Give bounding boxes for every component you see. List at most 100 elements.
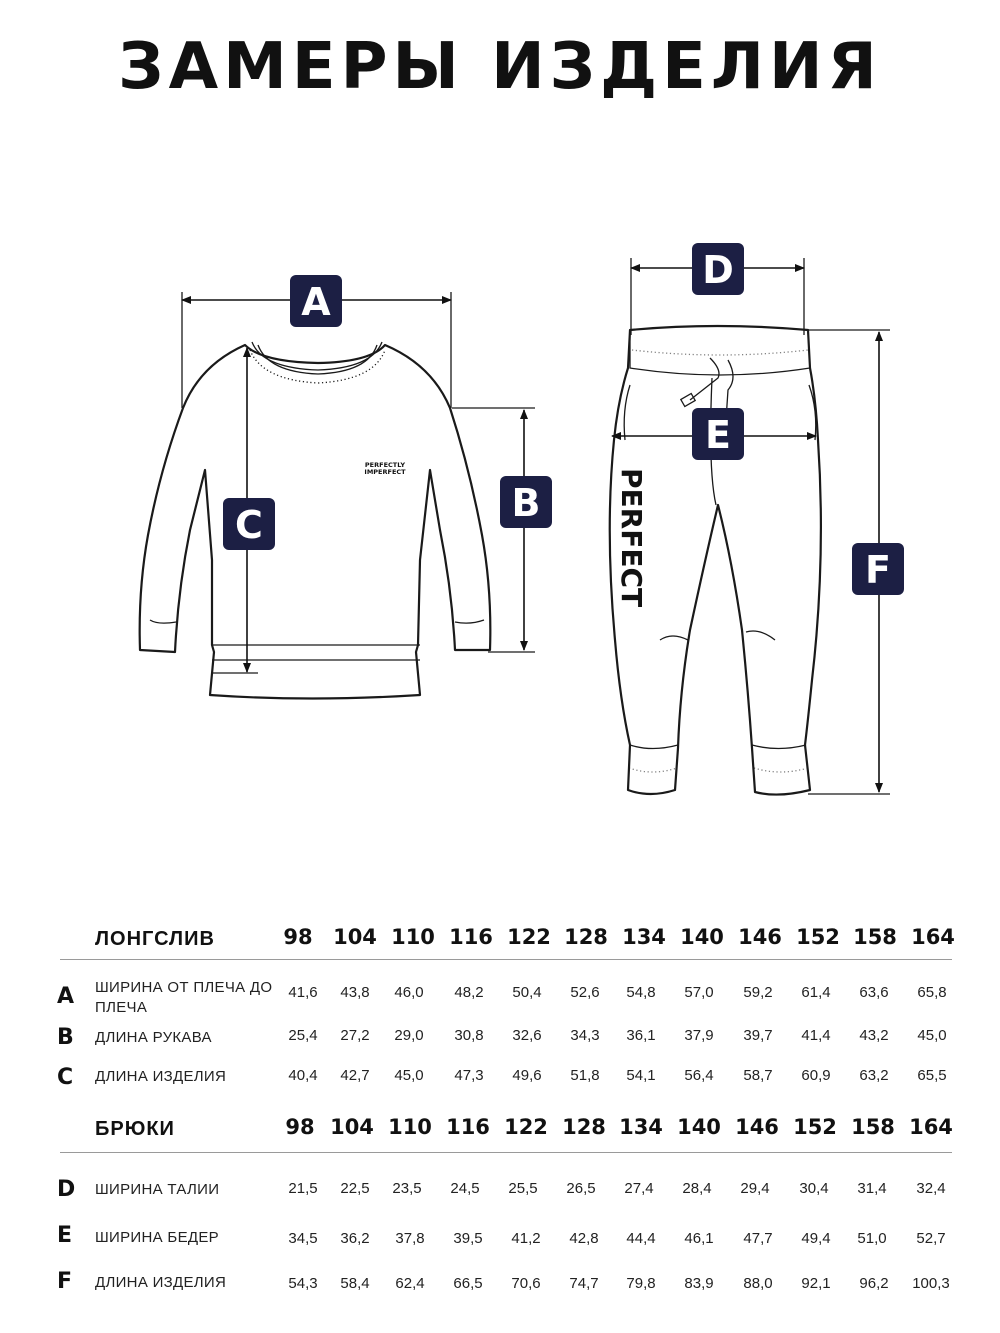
- table-cell: 43,2: [859, 1027, 889, 1044]
- table-cell: 51,0: [857, 1230, 887, 1247]
- pants-cuff-right-rib: [753, 767, 809, 773]
- size-158: 158: [853, 925, 897, 949]
- size-134: 134: [619, 1115, 663, 1139]
- table-cell: 54,3: [288, 1275, 318, 1292]
- table-cell: 42,8: [569, 1230, 599, 1247]
- size-140: 140: [680, 925, 724, 949]
- row-letter: B: [57, 1025, 74, 1050]
- table-cell: 41,6: [288, 984, 318, 1001]
- table-cell: 28,4: [682, 1180, 712, 1197]
- longsleeve-table-header: ЛОНГСЛИВ 98 104 110 116 122 128 134 140 …: [0, 925, 1000, 968]
- table-cell: 48,2: [454, 984, 484, 1001]
- pants-waistband-rib: [631, 349, 809, 356]
- table-cell: 88,0: [743, 1275, 773, 1292]
- pants-drawing: PERFECT: [608, 324, 823, 796]
- size-158: 158: [851, 1115, 895, 1139]
- table-cell: 21,5: [288, 1180, 318, 1197]
- table-cell: 65,8: [917, 984, 947, 1001]
- table-cell: 41,2: [511, 1230, 541, 1247]
- row-label: ДЛИНА ИЗДЕЛИЯ: [95, 1274, 227, 1291]
- size-98: 98: [285, 1115, 315, 1139]
- measurement-diagram: PERFECTLY IMPERFECT A B C: [138, 243, 904, 796]
- table-cell: 59,2: [743, 984, 773, 1001]
- table-cell: 58,7: [743, 1067, 773, 1084]
- size-98: 98: [283, 925, 313, 949]
- table-cell: 74,7: [569, 1275, 599, 1292]
- table-cell: 22,5: [340, 1180, 370, 1197]
- longsleeve-collar-rib: [249, 349, 386, 384]
- table-cell: 42,7: [340, 1067, 370, 1084]
- table-cell: 100,3: [912, 1275, 950, 1292]
- table-cell: 36,2: [340, 1230, 370, 1247]
- table-cell: 47,3: [454, 1067, 484, 1084]
- table-cell: 43,8: [340, 984, 370, 1001]
- table-cell: 40,4: [288, 1067, 318, 1084]
- pants-cuff-left-rib: [628, 767, 678, 773]
- table-cell: 49,6: [512, 1067, 542, 1084]
- table-cell: 52,7: [916, 1230, 946, 1247]
- table-cell: 29,0: [394, 1027, 424, 1044]
- row-letter: E: [57, 1223, 73, 1248]
- divider: [60, 959, 952, 960]
- table-cell: 41,4: [801, 1027, 831, 1044]
- table-cell: 26,5: [566, 1180, 596, 1197]
- row-label: ДЛИНА ИЗДЕЛИЯ: [95, 1068, 227, 1085]
- table-cell: 32,6: [512, 1027, 542, 1044]
- longsleeve-drawing: PERFECTLY IMPERFECT: [138, 341, 492, 700]
- table-cell: 49,4: [801, 1230, 831, 1247]
- table-cell: 63,6: [859, 984, 889, 1001]
- size-116: 116: [446, 1115, 490, 1139]
- table-cell: 62,4: [395, 1275, 425, 1292]
- divider: [60, 1152, 952, 1153]
- row-letter: F: [57, 1269, 73, 1294]
- table-cell: 39,5: [453, 1230, 483, 1247]
- label-f: F: [852, 543, 904, 595]
- table-cell: 30,8: [454, 1027, 484, 1044]
- page-title: ЗАМЕРЫ ИЗДЕЛИЯ: [118, 30, 882, 104]
- table-cell: 29,4: [740, 1180, 770, 1197]
- pants-body: [608, 324, 823, 796]
- table-cell: 70,6: [511, 1275, 541, 1292]
- row-label: ШИРИНА ТАЛИИ: [95, 1181, 220, 1198]
- table-cell: 37,8: [395, 1230, 425, 1247]
- table-cell: 79,8: [626, 1275, 656, 1292]
- longsleeve-body: [138, 343, 492, 700]
- table-cell: 34,3: [570, 1027, 600, 1044]
- table-cell: 63,2: [859, 1067, 889, 1084]
- size-128: 128: [564, 925, 608, 949]
- label-d: D: [692, 243, 744, 295]
- label-a: A: [290, 275, 342, 327]
- table-cell: 30,4: [799, 1180, 829, 1197]
- table-cell: 37,9: [684, 1027, 714, 1044]
- table-cell: 50,4: [512, 984, 542, 1001]
- table-cell: 92,1: [801, 1275, 831, 1292]
- row-label: ШИРИНА ОТ ПЛЕЧА ДО ПЛЕЧА: [95, 979, 273, 1016]
- row-letter: D: [57, 1177, 76, 1202]
- label-c: C: [223, 498, 275, 550]
- table-cell: 47,7: [743, 1230, 773, 1247]
- svg-text:E: E: [705, 413, 731, 457]
- size-104: 104: [330, 1115, 374, 1139]
- size-116: 116: [449, 925, 493, 949]
- label-b: B: [500, 476, 552, 528]
- size-110: 110: [391, 925, 435, 949]
- table-cell: 54,8: [626, 984, 656, 1001]
- table-cell: 46,1: [684, 1230, 714, 1247]
- size-140: 140: [677, 1115, 721, 1139]
- table-cell: 58,4: [340, 1275, 370, 1292]
- table-cell: 54,1: [626, 1067, 656, 1084]
- size-146: 146: [735, 1115, 779, 1139]
- table-cell: 52,6: [570, 984, 600, 1001]
- size-152: 152: [796, 925, 840, 949]
- table-cell: 60,9: [801, 1067, 831, 1084]
- size-164: 164: [909, 1115, 953, 1139]
- table-cell: 83,9: [684, 1275, 714, 1292]
- label-e: E: [692, 408, 744, 460]
- table-cell: 34,5: [288, 1230, 318, 1247]
- svg-text:C: C: [235, 503, 263, 547]
- svg-text:F: F: [865, 548, 891, 592]
- table-cell: 45,0: [394, 1067, 424, 1084]
- row-label: ШИРИНА БЕДЕР: [95, 1229, 219, 1246]
- size-128: 128: [562, 1115, 606, 1139]
- table-cell: 51,8: [570, 1067, 600, 1084]
